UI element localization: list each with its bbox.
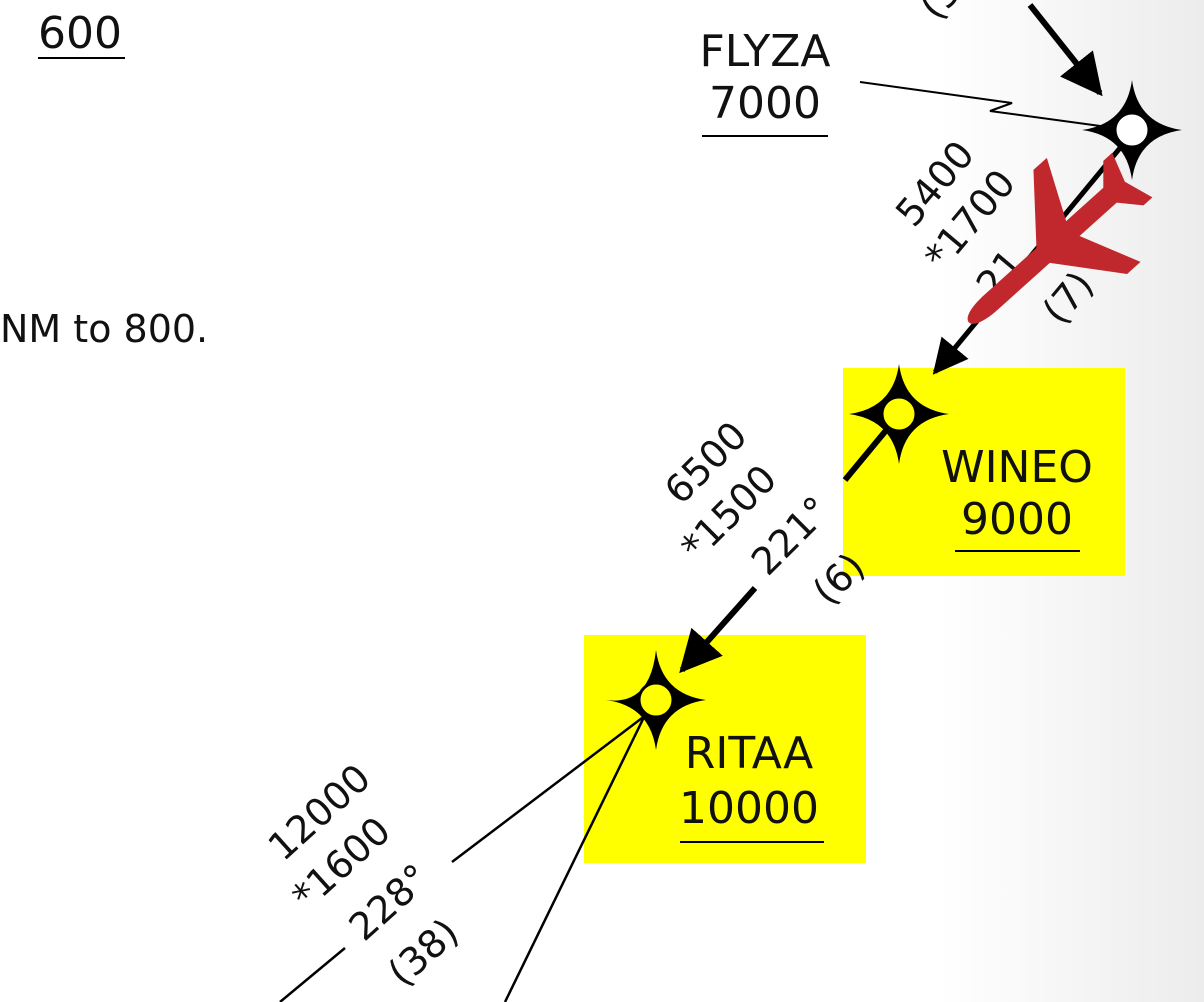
flyza-name: FLYZA — [699, 26, 830, 77]
route-inbound-top — [1027, 3, 1103, 97]
note-text: NM to 800. — [0, 307, 208, 351]
ritaa-highlight — [584, 635, 866, 863]
route-wineo-ritaa-upper — [842, 426, 891, 482]
aircraft-icon — [967, 152, 1153, 324]
waypoint-icon — [606, 650, 706, 750]
waypoint-icon — [849, 364, 949, 464]
route-ritaa-south — [503, 714, 647, 1002]
ritaa-name: RITAA — [685, 728, 813, 779]
top-left-altitude: 600 — [38, 8, 122, 59]
wineo-altitude: 9000 — [961, 494, 1073, 545]
waypoint-icon — [1082, 80, 1182, 180]
route-wineo-ritaa-lower — [679, 586, 758, 674]
top-partial-distance: (5) — [911, 0, 980, 28]
wineo-name: WINEO — [941, 442, 1093, 493]
flyza-leader-line — [859, 81, 1116, 129]
ritaa-altitude: 10000 — [679, 783, 819, 834]
route-ritaa-outbound-lower — [279, 947, 346, 1002]
flyza-altitude: 7000 — [709, 78, 821, 129]
segment-distance: (7) — [1034, 263, 1102, 333]
route-ritaa-outbound — [451, 711, 651, 863]
